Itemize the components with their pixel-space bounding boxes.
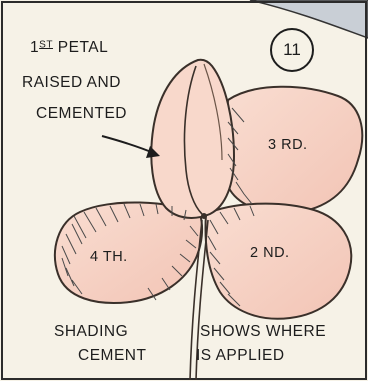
petal-second xyxy=(206,204,352,319)
step-number: 11 xyxy=(283,40,301,60)
first-petal-note-text1: PETAL xyxy=(58,39,108,56)
petal-second-label: 2 ND. xyxy=(250,246,290,261)
petal-fourth-label: 4 TH. xyxy=(90,250,128,265)
first-petal-ordinal-suffix: ST xyxy=(39,39,53,50)
caption-right-line2: IS APPLIED xyxy=(196,348,285,364)
flower-center xyxy=(201,213,207,219)
caption-left-line1: SHADING xyxy=(54,324,128,340)
first-petal-note-line1: 1ST PETAL xyxy=(30,40,108,56)
caption-right-line1: SHOWS WHERE xyxy=(200,324,326,340)
first-petal-note-line2: RAISED AND xyxy=(22,75,121,91)
first-petal-note-line3: CEMENTED xyxy=(36,106,127,122)
caption-left-line2: CEMENT xyxy=(78,348,146,364)
step-number-badge: 11 xyxy=(270,28,314,72)
first-petal-ordinal: 1 xyxy=(30,39,39,56)
petal-third-label: 3 RD. xyxy=(268,138,308,153)
adjacent-panel-corner xyxy=(250,0,368,38)
pointer-arrow xyxy=(102,136,156,154)
